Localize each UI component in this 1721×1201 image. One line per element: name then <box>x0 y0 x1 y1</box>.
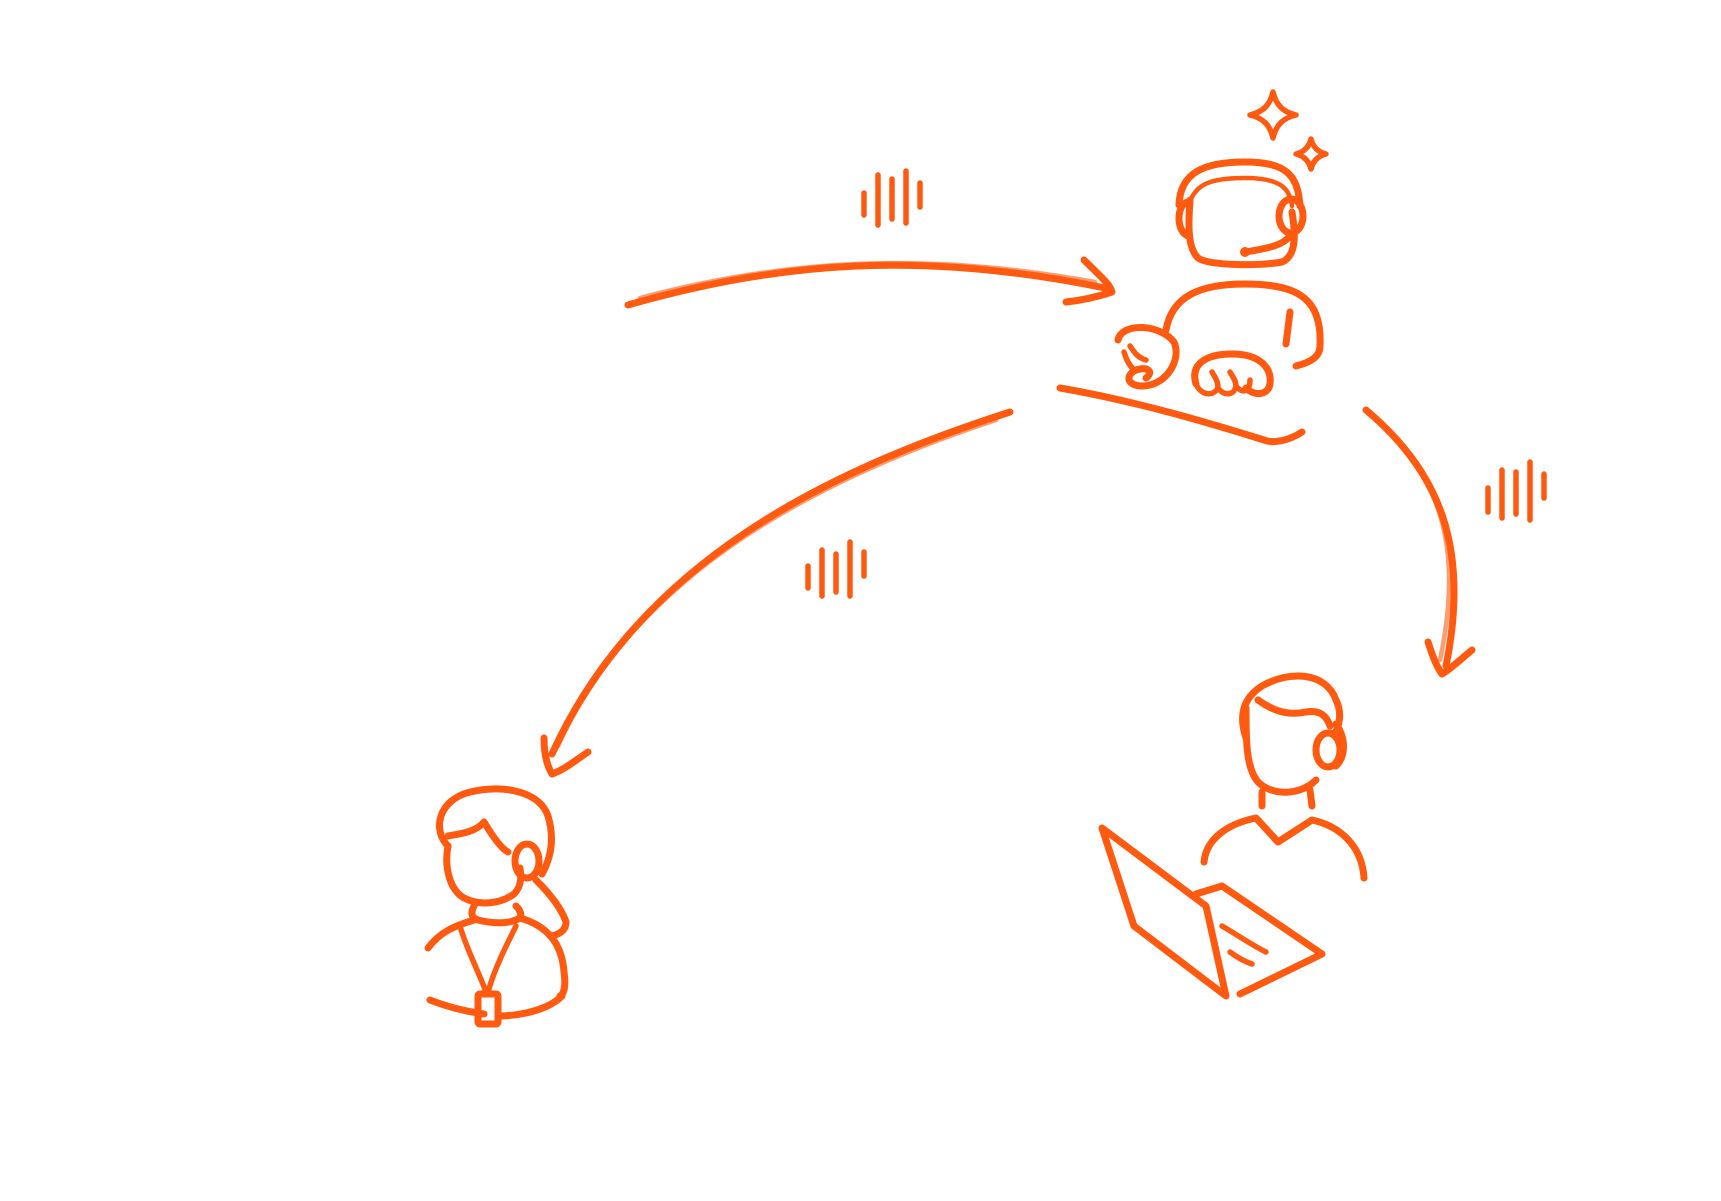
arrowhead <box>540 734 592 778</box>
headset-agent-laptop-icon <box>1098 672 1368 1000</box>
sparkle-icon <box>1247 89 1299 141</box>
headset-agent-badge-icon <box>424 785 570 1028</box>
arrow-central-to-laptop-agent <box>1362 406 1476 678</box>
sound-wave-icon <box>805 539 867 599</box>
arrowhead <box>1424 638 1476 678</box>
arrow-incoming-to-central <box>624 256 1116 309</box>
sound-wave-icon <box>1485 459 1547 523</box>
arrowhead <box>1062 256 1116 306</box>
arrow-central-to-badge-agent <box>540 408 1014 778</box>
sound-wave-icon <box>861 168 923 228</box>
sparkle-icon <box>1293 136 1329 172</box>
headset-agent-desk-icon <box>1056 89 1329 446</box>
